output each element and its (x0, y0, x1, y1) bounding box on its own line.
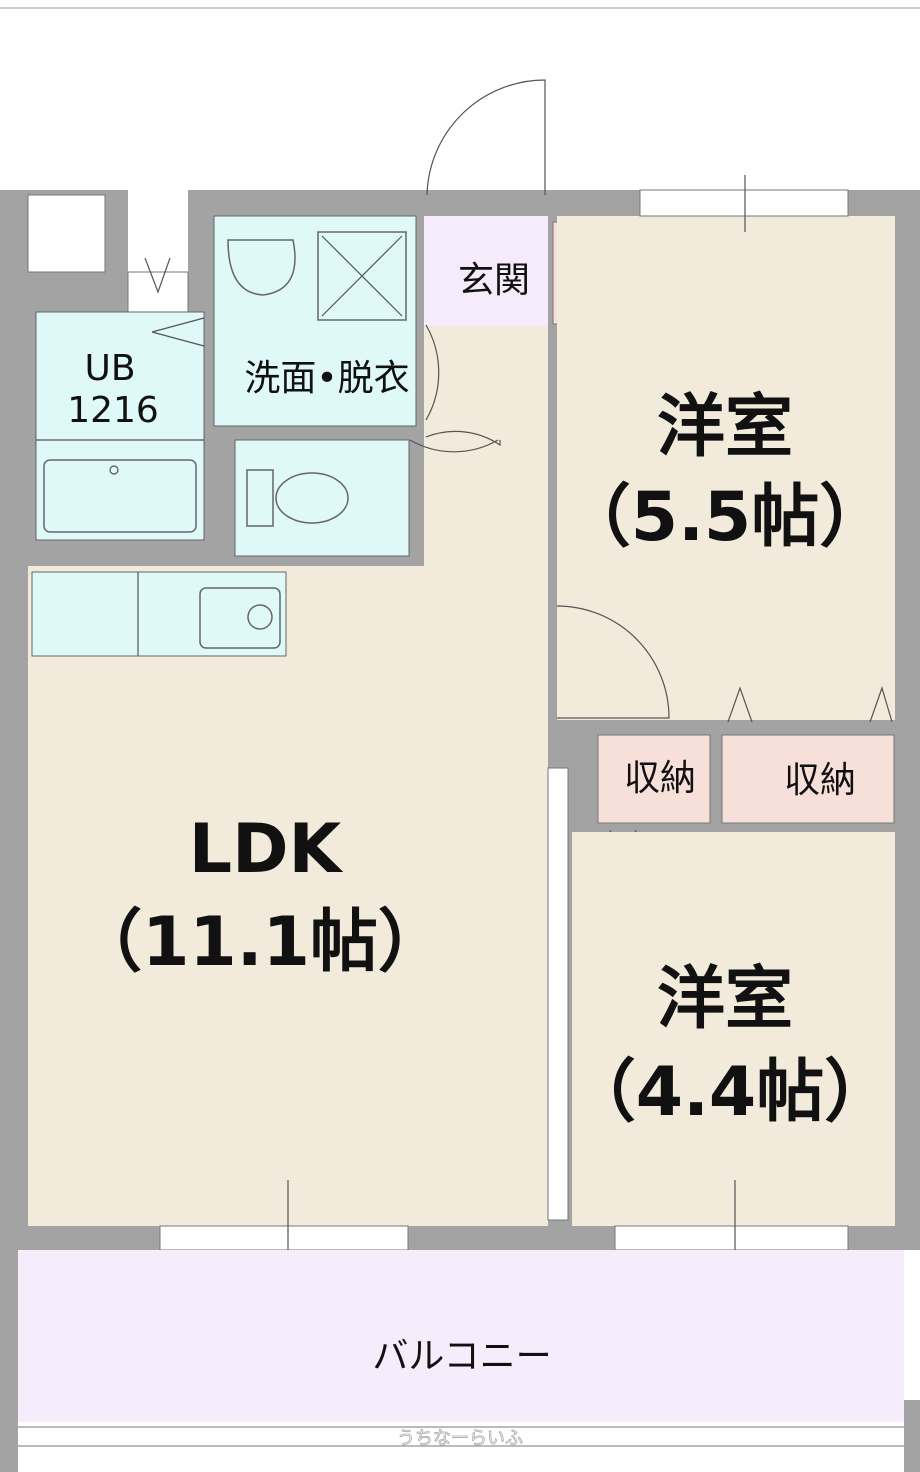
kitchen-counter (31, 571, 287, 657)
storage-1 (597, 734, 711, 824)
ldk-size: （11.1帖） (74, 903, 446, 982)
balcony (18, 1250, 904, 1422)
entrance-label: 玄関 (458, 260, 530, 301)
toilet (234, 439, 410, 557)
bath-label: UB (84, 348, 135, 389)
sliding-door (547, 767, 569, 1221)
storage-2 (721, 734, 895, 824)
western-room-2-size: （4.4帖） (568, 1053, 892, 1132)
western-room-1-size: （5.5帖） (563, 478, 887, 557)
western-room-1 (557, 216, 895, 720)
watermark: うちなーらいふ (397, 1428, 523, 1449)
storage-1-label: 収納 (624, 758, 696, 799)
balcony-label: バルコニー (372, 1336, 551, 1377)
washroom (213, 215, 417, 427)
ldk-label: LDK (189, 810, 344, 889)
western-room-2-label: 洋室 (657, 960, 793, 1039)
washroom-label: 洗面•脱衣 (244, 358, 409, 399)
ldk-room (28, 566, 548, 1226)
entrance (424, 216, 548, 326)
western-room-1-label: 洋室 (657, 388, 793, 467)
storage-2-label: 収納 (784, 760, 856, 801)
bath-model: 1216 (67, 390, 159, 431)
bathroom (35, 311, 205, 541)
western-room-2 (572, 832, 895, 1226)
